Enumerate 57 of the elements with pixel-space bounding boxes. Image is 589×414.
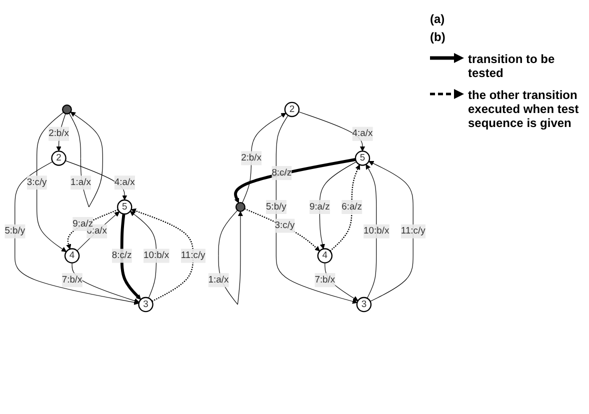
arrow — [324, 262, 358, 302]
edge-label: 6:a/z — [342, 202, 362, 212]
node-circle: 2 — [284, 102, 300, 118]
legend-text: transition to be tested — [468, 52, 556, 80]
node-circle: 2 — [51, 150, 66, 166]
edge-label: 10:b/x — [143, 250, 170, 260]
arrow — [131, 208, 194, 302]
edge-label: 7:b/x — [314, 274, 336, 285]
arrow — [14, 161, 140, 305]
arrow — [56, 113, 66, 152]
arrow — [368, 160, 414, 302]
node-circle: 3 — [138, 296, 154, 312]
arrow — [366, 164, 377, 299]
edge-label: 1:a/x — [70, 177, 91, 188]
edge-label: 2:b/x — [48, 128, 69, 139]
arrow — [242, 112, 286, 204]
arrow — [120, 214, 142, 300]
edge-label: 4:a/x — [114, 177, 135, 188]
legend-text: the other transition executed when test sequence is given — [468, 88, 580, 130]
edge-label: 3:c/y — [26, 177, 47, 188]
edge-label: 8:c/z — [272, 168, 292, 178]
arrow — [319, 161, 357, 250]
node-circle: 4 — [64, 248, 80, 264]
edge-label: 5:b/y — [4, 226, 26, 236]
node-circle — [235, 202, 246, 212]
arrow — [68, 112, 103, 208]
edge-label: 7:b/x — [62, 274, 82, 285]
arrow — [234, 158, 356, 204]
edge-label: 2:b/x — [241, 152, 262, 163]
edge-label: 4:a/x — [352, 128, 373, 139]
arrow — [244, 208, 320, 252]
arrow — [298, 111, 366, 152]
arrow — [218, 210, 244, 305]
edge-label: 9:a/z — [309, 202, 330, 212]
caption-label: (b) — [430, 30, 446, 44]
arrow — [65, 160, 128, 200]
edge-label: 11:c/y — [180, 250, 206, 260]
edge-label: 3:c/y — [274, 220, 295, 230]
node-circle: 4 — [317, 248, 333, 264]
edge-label: 9:a/z — [72, 218, 94, 229]
node-circle: 5 — [117, 199, 132, 215]
edge-label: 10:b/x — [364, 226, 390, 236]
arrow — [66, 209, 118, 250]
edge-label: 5:b/y — [266, 202, 286, 212]
edge-label: 1:a/x — [208, 274, 229, 285]
caption-label: (a) — [430, 12, 446, 26]
arrow — [76, 211, 120, 252]
node-circle: 3 — [356, 296, 372, 312]
edge-label: 11:c/y — [400, 226, 426, 236]
edge-label: 6:a/x — [86, 226, 107, 236]
arrow — [36, 112, 67, 252]
arrow — [72, 262, 140, 304]
arrow — [330, 164, 360, 252]
edge-label: 8:c/z — [112, 250, 132, 260]
node-circle — [62, 104, 72, 114]
node-circle: 5 — [354, 150, 370, 166]
arrow — [276, 115, 358, 304]
